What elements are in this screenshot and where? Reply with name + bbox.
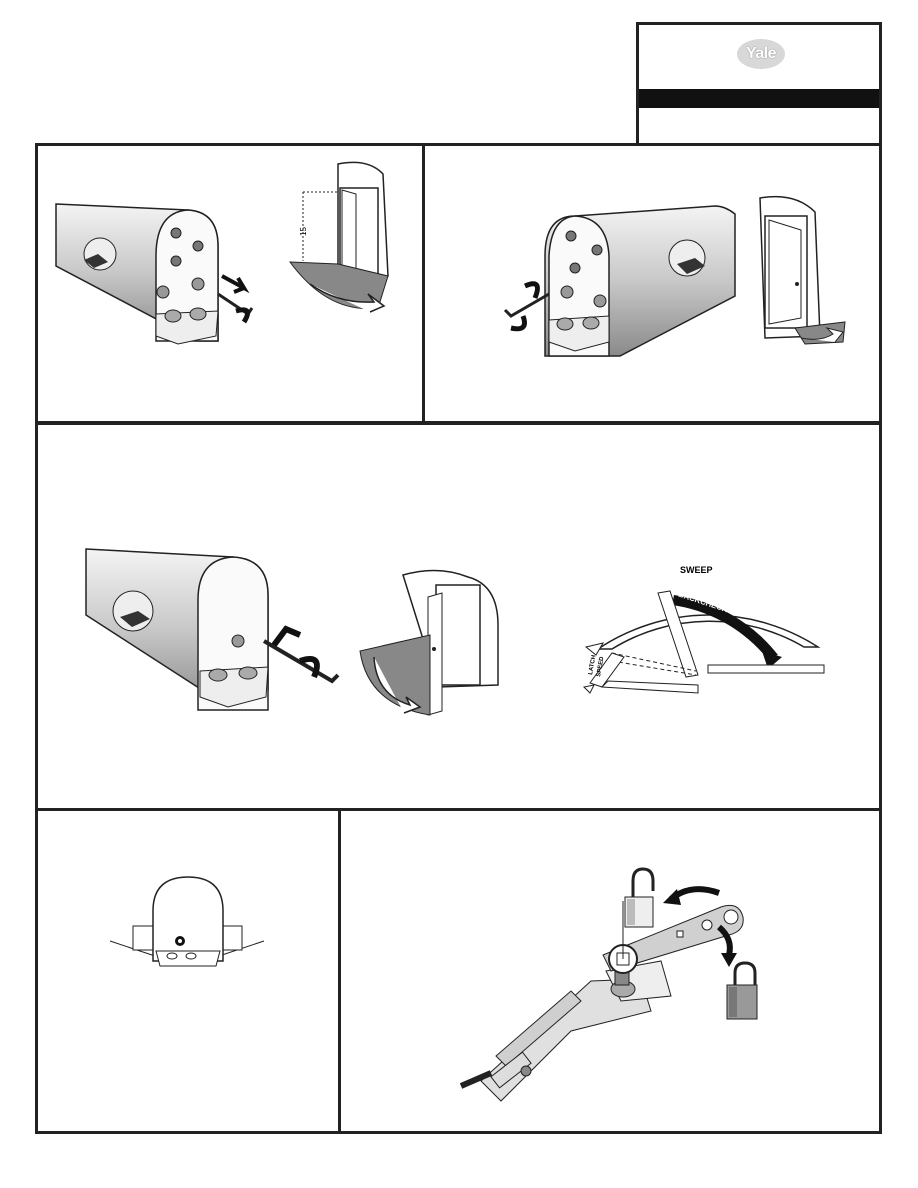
closer-sweep-illustration: 15 [38, 146, 422, 421]
door-sweep-icon: 15 [290, 162, 388, 312]
closer-end-view [38, 811, 338, 1131]
door-backcheck-icon [360, 570, 498, 715]
closer-latch-illustration [425, 146, 879, 421]
padlock-open-icon [625, 869, 653, 927]
panel-closing-speed: 15 [35, 143, 425, 424]
panel-mounting-view [35, 808, 341, 1134]
panel-backcheck: SWEEP BACKCHECK LATCH SPEED [35, 422, 882, 811]
sweep-backcheck-diagram: SWEEP BACKCHECK LATCH SPEED [584, 565, 824, 693]
header-bar [639, 89, 879, 108]
door-latch-icon [760, 197, 845, 344]
door-angle-mark: 15 [299, 227, 308, 236]
yale-logo: Yale [737, 39, 785, 69]
panel-latch-speed [422, 143, 882, 424]
adjustment-wrench [603, 901, 743, 973]
padlock-closed-icon [727, 963, 757, 1019]
brand-header: Yale [636, 22, 882, 143]
sweep-label: SWEEP [680, 565, 713, 575]
wrench-lock-illustration [341, 811, 879, 1131]
logo-text: Yale [746, 45, 776, 63]
backcheck-illustration: SWEEP BACKCHECK LATCH SPEED [38, 425, 879, 808]
panel-lock-valve [338, 808, 882, 1134]
